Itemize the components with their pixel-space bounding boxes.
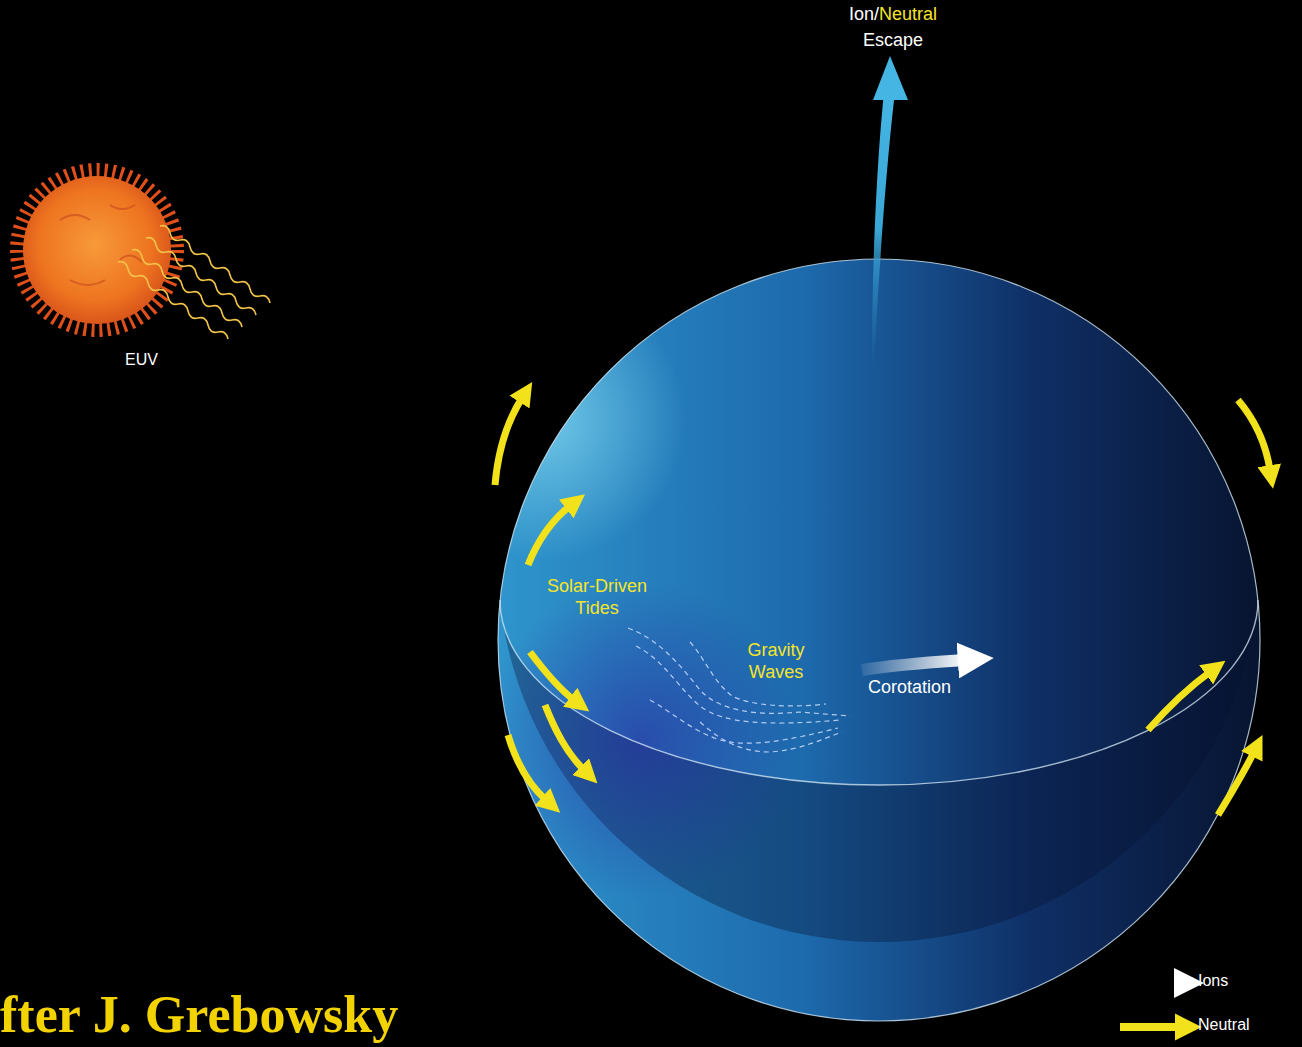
planet-sphere <box>498 259 1260 1021</box>
neutral-arrow <box>1148 672 1210 730</box>
euv-label: EUV <box>125 350 158 369</box>
escape-label: Escape <box>863 30 923 52</box>
wave <box>146 238 256 315</box>
escape-shaft <box>872 92 895 365</box>
wave <box>118 262 228 339</box>
neutral-arrows <box>495 398 1270 815</box>
neutral-arrow <box>528 506 570 565</box>
sun <box>17 170 177 330</box>
corotation-shaft <box>862 660 965 670</box>
gravity-wave-lines <box>628 628 850 752</box>
neutral-arrow <box>1238 400 1270 470</box>
equator-ellipse <box>500 600 1258 785</box>
corotation-label: Corotation <box>868 677 951 699</box>
wave-line <box>650 700 838 743</box>
legend-text: Neutral <box>1198 1016 1250 1034</box>
neutral-arrow <box>508 735 546 800</box>
planet <box>498 259 1260 1021</box>
credit-text: fter J. Grebowsky <box>0 984 398 1046</box>
wave-line <box>636 646 840 723</box>
sun-disk <box>23 176 171 324</box>
neutral-arrow <box>495 398 522 485</box>
tides-label: Solar-Driven Tides <box>538 576 656 619</box>
sun-flare <box>17 170 177 330</box>
wave <box>160 226 270 303</box>
euv-waves <box>118 226 270 339</box>
wave <box>132 250 242 327</box>
planet-highlight <box>498 259 1260 1021</box>
planet-outline <box>498 259 1260 1021</box>
neutral-arrow <box>530 652 574 700</box>
neutral-arrow-sample <box>1120 1023 1180 1031</box>
wave-line <box>628 628 850 716</box>
escape-arrow <box>872 56 908 365</box>
escape-head <box>873 56 908 100</box>
escape-label: Ion/ <box>849 4 879 26</box>
ion-arrow-sample <box>1120 978 1180 988</box>
wave-line <box>700 722 842 752</box>
legend-samples <box>1120 983 1180 1027</box>
planet-shade <box>498 259 1260 1021</box>
escape-heading: Ion/Neutral <box>849 4 937 26</box>
escape-label: Neutral <box>879 4 937 26</box>
neutral-arrow <box>545 705 584 770</box>
gravity-waves-label: Gravity Waves <box>736 640 816 683</box>
corotation-arrow <box>862 660 965 670</box>
legend-text: Ions <box>1198 972 1228 990</box>
neutral-arrow <box>1218 752 1254 815</box>
